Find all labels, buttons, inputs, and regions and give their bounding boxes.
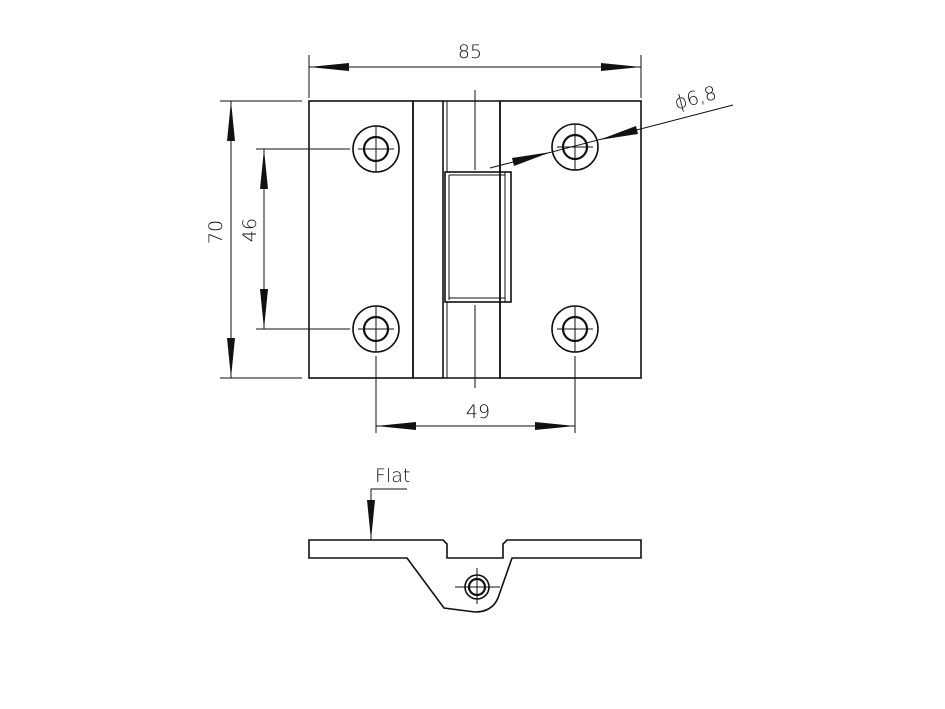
dimension-label-49: 49 [466,401,490,423]
barrel-block [444,171,512,303]
dimension-label-diameter: ϕ6,8 [672,82,719,114]
flat-label: Flat [375,465,410,487]
right-leaf [499,100,642,379]
hinge-side-view: Flat [308,465,642,613]
mounting-hole [551,305,599,353]
flat-callout: Flat [367,465,410,540]
dimension-hole-diameter: ϕ6,8 [489,82,734,169]
dimension-hole-horizontal-spacing: 49 [375,356,576,433]
dimension-label-85: 85 [458,41,482,63]
dimension-overall-height: 70 [205,100,302,379]
hinge-front-view [308,90,642,388]
center-knuckle-outline [443,100,500,379]
side-profile [308,539,642,613]
mounting-hole [551,123,599,171]
mounting-hole [352,305,400,353]
dimension-hole-vertical-spacing: 46 [239,148,350,330]
dimension-label-46: 46 [239,218,261,242]
dimension-overall-width: 85 [308,41,642,98]
mounting-hole [352,125,400,173]
dimension-label-70: 70 [205,220,227,244]
left-knuckle-strip [412,100,444,379]
